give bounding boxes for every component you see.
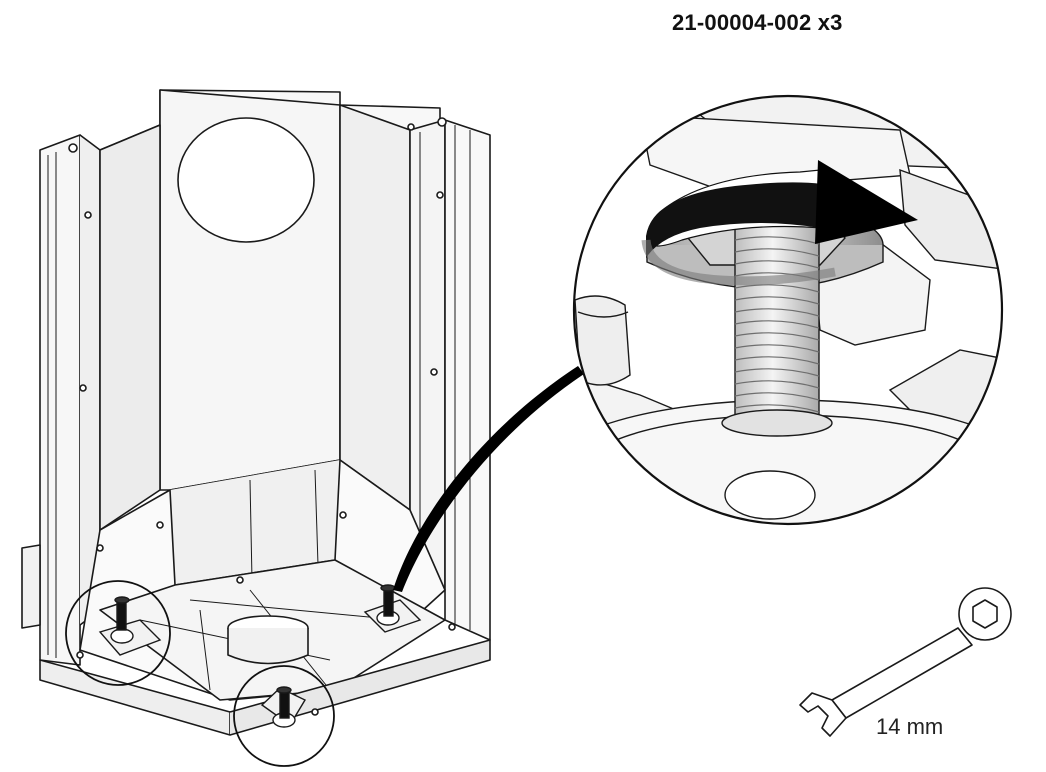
part-number-label: 21-00004-002 x3 (672, 10, 843, 35)
stove-body-drawing (21, 89, 491, 736)
leveling-foot-front (260, 686, 306, 728)
detail-magnifier (572, 94, 1004, 526)
wrench-icon (799, 587, 1012, 737)
rotation-arrow-icon (641, 160, 918, 286)
leveling-foot-left (98, 596, 162, 656)
leveling-foot-right (363, 584, 422, 633)
wrench-size-label: 14 mm (876, 714, 944, 739)
bolt-threads (734, 236, 820, 413)
foot-highlight-circles (65, 580, 335, 767)
